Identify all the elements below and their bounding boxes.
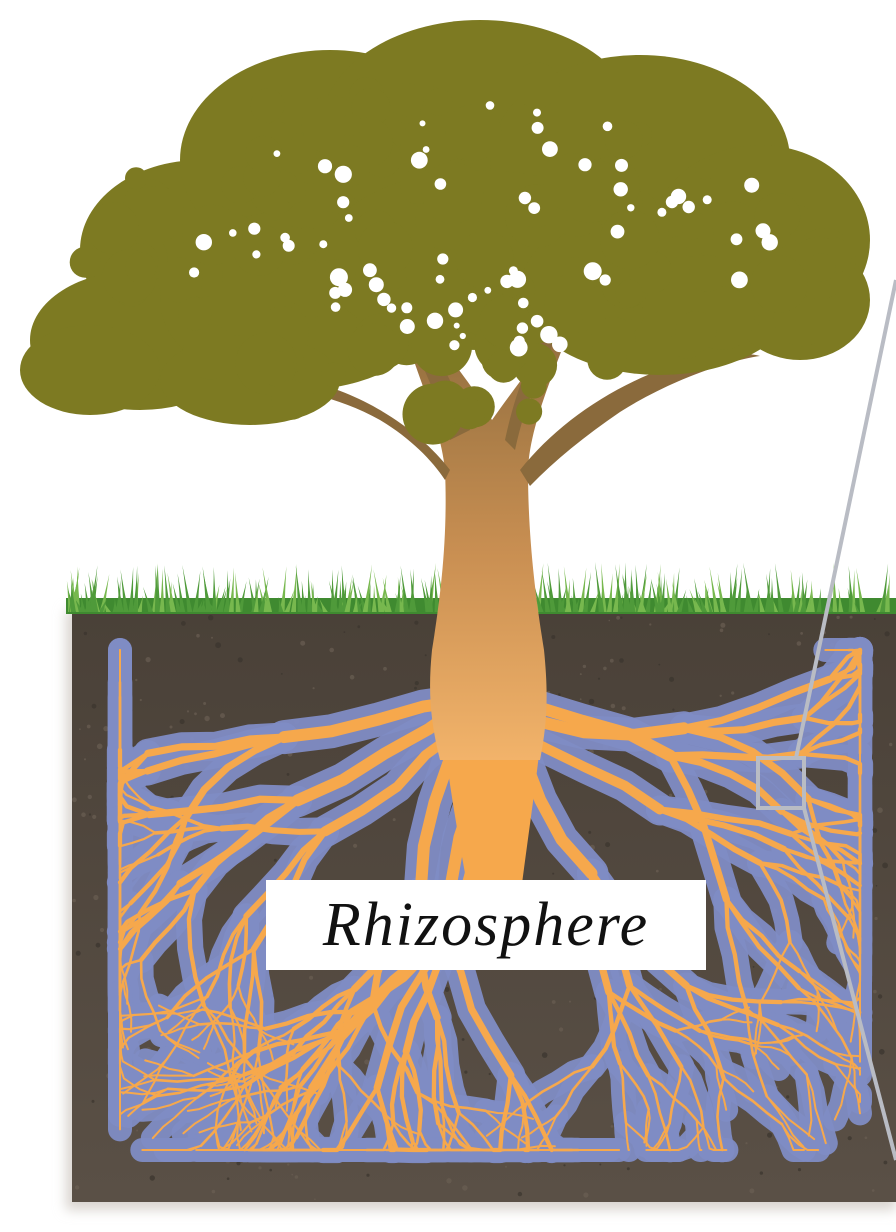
rhizosphere-label-box: Rhizosphere [266, 880, 706, 970]
rhizosphere-label: Rhizosphere [323, 890, 649, 961]
tree-canopy [20, 20, 870, 445]
